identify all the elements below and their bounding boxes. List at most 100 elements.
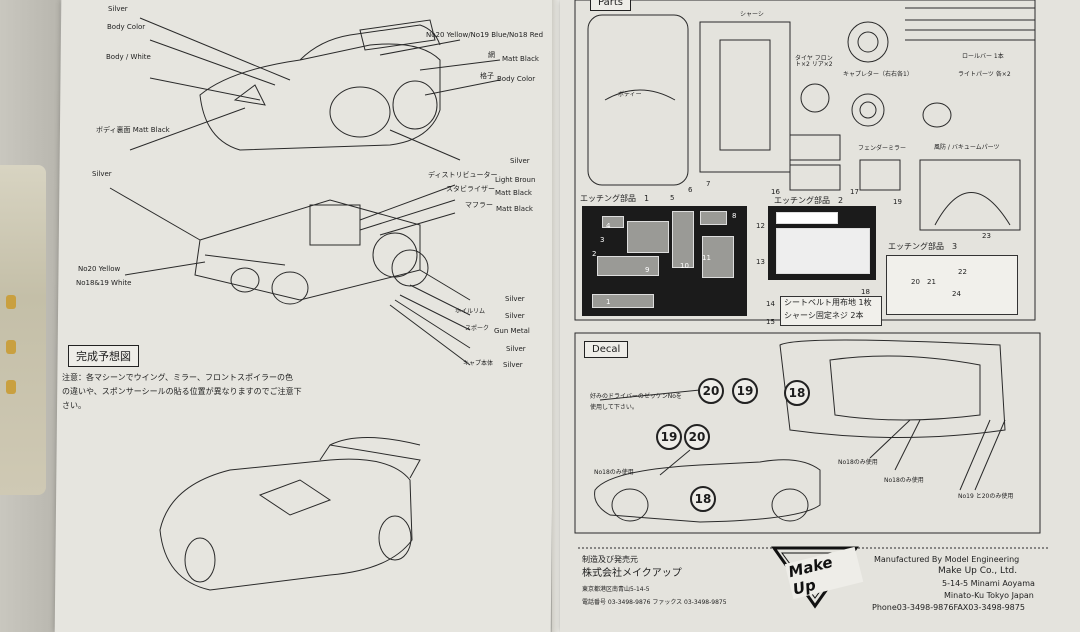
label-light-brown: Light Broun <box>495 176 536 184</box>
address-jp: 東京都港区南青山5-14-5 <box>582 586 650 593</box>
etch-number: 6 <box>688 186 693 194</box>
label-silver-top: Silver <box>108 5 128 13</box>
decal-number-20: 20 <box>698 378 724 404</box>
label-silver-r4: Silver <box>503 361 523 369</box>
label-cap-front: キャプレター（右右各1） <box>843 71 913 78</box>
etch-number: 16 <box>771 188 780 196</box>
maker-jp: 制造及び発売元 <box>582 555 638 564</box>
etch-number: 1 <box>606 298 611 306</box>
label-no20-yellow: No20 Yellow <box>78 265 121 273</box>
etch-number: 2 <box>592 250 597 258</box>
label-wheel-rim: ホイルリム <box>455 308 486 315</box>
etch-number: 18 <box>861 288 870 296</box>
label-body-back: ボディ裏面 Matt Black <box>96 126 170 134</box>
label-no20-yellow-blue: No20 Yellow/No19 Blue/No18 Red <box>426 31 544 39</box>
makeup-logo: Make Up <box>770 544 864 610</box>
label-cap-body: キャプ本体 <box>463 360 494 367</box>
decoration-spot <box>6 380 16 394</box>
chassis-part-drawing <box>699 21 791 173</box>
no19-20-use-note: No19 と20のみ使用 <box>958 493 1014 500</box>
completion-title: 完成予想図 <box>68 345 139 367</box>
etch-number: 10 <box>680 262 689 270</box>
label-muffler: マフラー <box>465 201 493 209</box>
label-tire: タイヤ フロント×2 リア×2 <box>795 55 833 68</box>
etch-number: 4 <box>606 222 611 230</box>
decoration-spot <box>6 340 16 354</box>
no18-use-note-3: No18のみ使用 <box>884 477 924 484</box>
label-body-color-right: Body Color <box>497 75 536 83</box>
label-fender-mirror: フェンダーミラー <box>858 145 907 152</box>
etch-sheet-2 <box>768 206 876 280</box>
etch-number: 12 <box>756 222 765 230</box>
etch-sheet-1 <box>582 206 747 316</box>
label-spoke: スポーク <box>465 325 490 332</box>
manufactured-by: Manufactured By Model Engineering <box>874 555 1020 564</box>
wing-drawing <box>299 24 441 61</box>
decal-number-20b: 20 <box>684 424 710 450</box>
etch-number: 9 <box>645 266 650 274</box>
background-desk <box>0 0 60 632</box>
label-chassis-screw: シャーシ固定ネジ 2本 <box>784 311 864 320</box>
etch-number: 7 <box>706 180 711 188</box>
etch-number: 17 <box>850 188 859 196</box>
label-gun-metal: Gun Metal <box>494 327 530 335</box>
label-matt-black-2: Matt Black <box>495 189 532 197</box>
address-en-1: 5-14-5 Minami Aoyama <box>942 579 1035 588</box>
label-light-parts: ライトパーツ 各×2 <box>958 71 1011 78</box>
decal-number-18b: 18 <box>690 486 716 512</box>
label-grille: 格子 <box>480 72 494 80</box>
label-matt-black: Matt Black <box>502 55 539 63</box>
note-line-2: の違いや、スポンサーシールの貼る位置が異なりますのでご注意下 <box>62 387 302 396</box>
note-line-1: 注意：各マシーンでウイング、ミラー、フロントスポイラーの色 <box>62 373 293 382</box>
label-silver-mid: Silver <box>510 157 530 165</box>
no18-use-note-2: No18のみ使用 <box>838 459 878 466</box>
label-silver-r1: Silver <box>505 295 525 303</box>
driver-note-1: 好みのドライバーのゼッケンNoを <box>590 393 682 400</box>
label-body-color: Body Color <box>107 23 146 31</box>
label-vacuum: 風防 / バキュームパーツ <box>934 144 1000 151</box>
etch-sheet-3 <box>886 255 1018 315</box>
etch-number: 24 <box>952 290 961 298</box>
decal-number-18: 18 <box>784 380 810 406</box>
label-silver-left: Silver <box>92 170 112 178</box>
etch-3-title: エッチング部品 3 <box>888 242 958 251</box>
decal-car-side-drawing <box>594 459 821 523</box>
etch-number: 13 <box>756 258 765 266</box>
etch-number: 23 <box>982 232 991 240</box>
seatbelt-box <box>780 296 882 326</box>
background-parts-sheet <box>0 165 46 495</box>
label-no18-19-white: No18&19 White <box>76 279 132 287</box>
etch-number: 19 <box>893 198 902 206</box>
etch-1-title: エッチング部品 1 <box>580 194 650 203</box>
phone-jp: 電話番号 03-3498-9876 ファックス 03-3498-9875 <box>582 599 727 606</box>
decal-car-top-drawing <box>779 339 1006 438</box>
label-body: ボディー <box>618 91 642 98</box>
label-seatbelt: シートベルト用布地 1枚 <box>784 298 872 307</box>
driver-note-2: 使用して下さい。 <box>590 404 638 411</box>
parts-title: Parts <box>590 0 631 11</box>
decoration-spot <box>6 295 16 309</box>
etch-number: 21 <box>927 278 936 286</box>
etch-number: 22 <box>958 268 967 276</box>
note-line-3: さい。 <box>62 401 86 410</box>
etch-number: 15 <box>766 318 775 326</box>
etch-2-title: エッチング部品 2 <box>774 196 844 205</box>
etch-number: 8 <box>732 212 737 220</box>
label-roll-bar: ロールバー 1本 <box>962 53 1004 60</box>
company-jp: 株式会社メイクアップ <box>582 568 682 579</box>
decal-number-19: 19 <box>732 378 758 404</box>
label-mesh: 網 <box>488 51 495 59</box>
label-distributor: ディストリビューター <box>428 171 498 179</box>
etch-number: 14 <box>766 300 775 308</box>
etch-number: 3 <box>600 236 605 244</box>
label-silver-r2: Silver <box>505 312 525 320</box>
etch-number: 20 <box>911 278 920 286</box>
label-body-white: Body / White <box>106 53 151 61</box>
decal-title: Decal <box>584 341 629 358</box>
label-chassis: シャーシ <box>740 11 764 18</box>
address-en-2: Minato-Ku Tokyo Japan <box>944 591 1034 600</box>
label-stabilizer: スタビライザー <box>446 185 495 193</box>
label-matt-black-3: Matt Black <box>496 205 533 213</box>
label-silver-r3: Silver <box>506 345 526 353</box>
